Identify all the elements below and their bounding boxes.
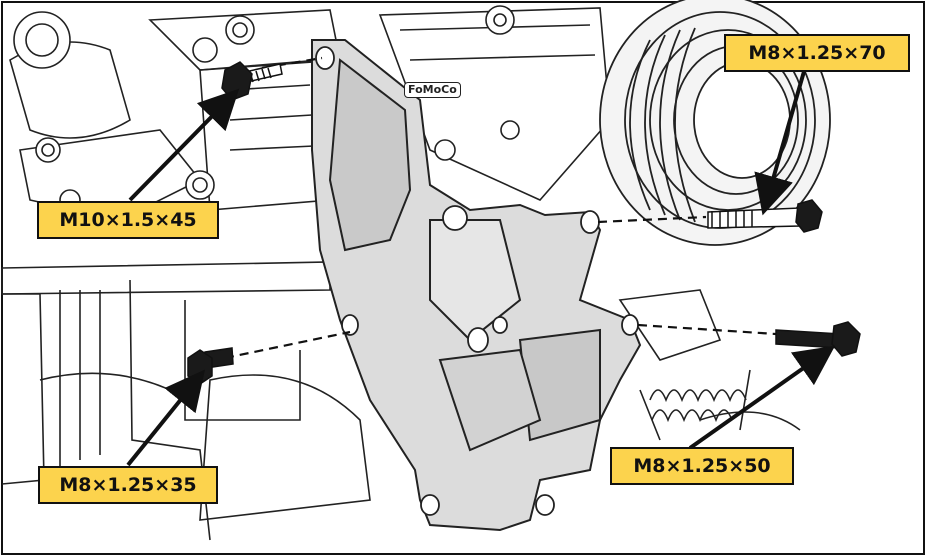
callout-m10-45: M10×1.5×45 [37, 201, 219, 239]
fomoco-logo: FoMoCo [404, 82, 461, 98]
callout-m8-70: M8×1.25×70 [724, 34, 910, 72]
accessory-bracket [311, 39, 642, 532]
leader-arrows [126, 67, 836, 467]
callout-m8-35: M8×1.25×35 [38, 466, 218, 504]
arrow-m8-50 [688, 345, 836, 450]
arrow-m8-70 [754, 67, 807, 216]
callout-m8-50: M8×1.25×50 [610, 447, 794, 485]
alignment-dashes [224, 56, 777, 360]
bracket-holes [315, 46, 639, 516]
arrow-m8-35 [126, 369, 206, 467]
tensioner-spring [639, 369, 751, 441]
engine-bosses [13, 5, 520, 211]
arrow-m10-45 [128, 88, 240, 202]
bolt-m8-50 [775, 321, 861, 357]
